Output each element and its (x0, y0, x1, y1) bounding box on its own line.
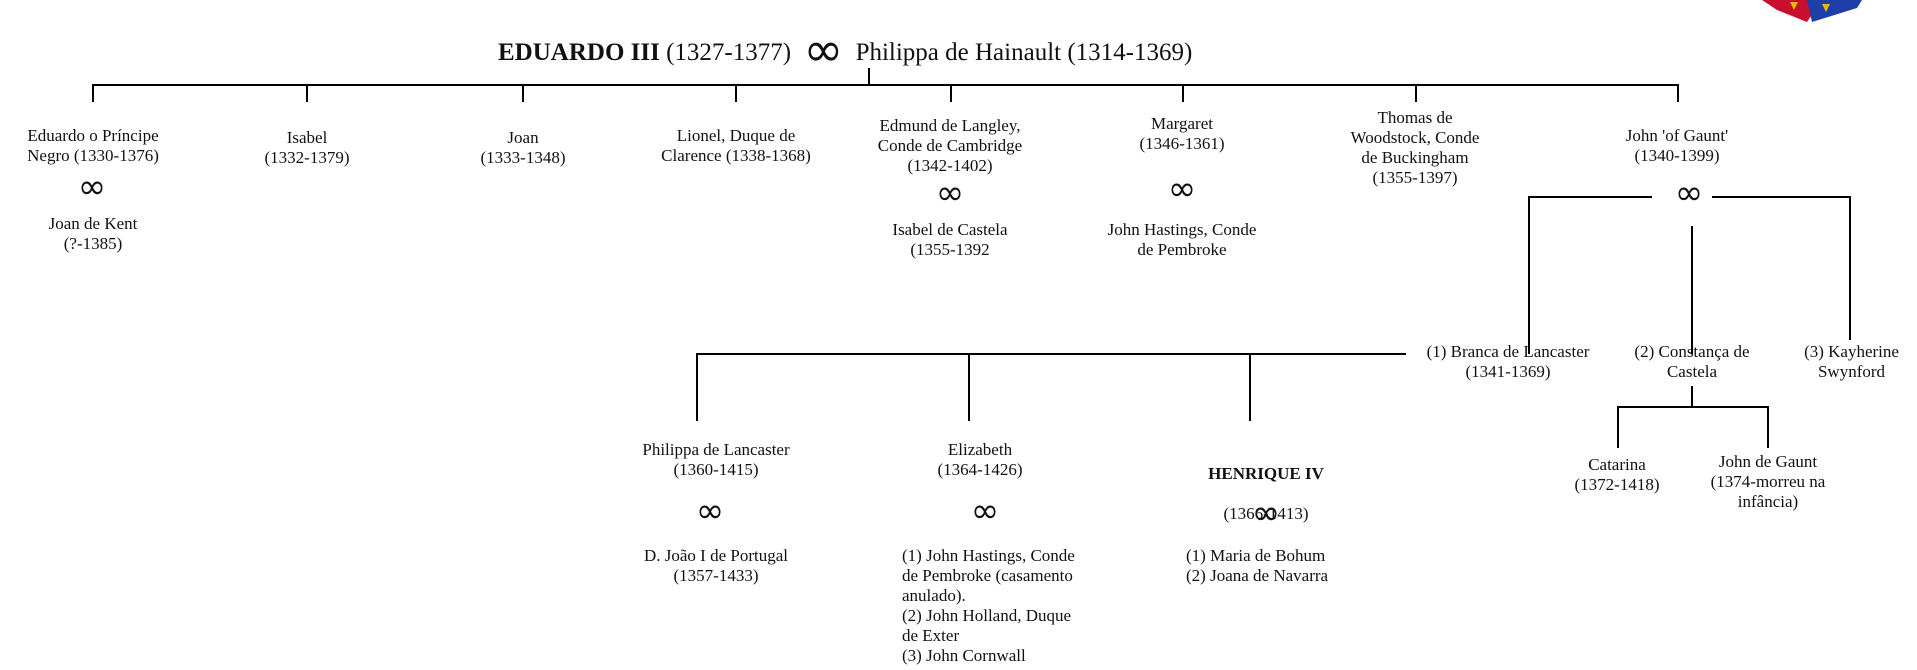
gaunt-bar-left (1528, 196, 1652, 198)
child-john-of-gaunt: John 'of Gaunt' (1340-1399) (1625, 126, 1729, 165)
children-bar (92, 84, 1678, 86)
branca-drop-philippa (696, 353, 698, 421)
child-edward-black-prince: Eduardo o Príncipe Negro (1330-1376) (27, 126, 159, 165)
wife-katherine-swynford: (3) Kayherine Swynford (1804, 342, 1899, 381)
spouse-joao-i-de-portugal: D. João I de Portugal (1357-1433) (643, 546, 788, 585)
heraldry-emblem (1762, 0, 1862, 22)
child-henrique-iv: HENRIQUE IV (1366-1413) (1150, 444, 1382, 524)
marriage-icon: ∞ (1167, 169, 1197, 209)
child-drop-6 (1182, 84, 1184, 102)
marriage-icon: ∞ (695, 491, 725, 531)
child-elizabeth: Elizabeth (1364-1426) (937, 440, 1023, 479)
child-drop-5 (950, 84, 952, 102)
child-thomas-woodstock: Thomas de Woodstock, Conde de Buckingham… (1350, 108, 1480, 187)
child-john-de-gaunt: John de Gaunt (1374-morreu na infância) (1710, 452, 1826, 511)
child-margaret: Margaret (1346-1361) (1139, 114, 1225, 153)
marriage-icon: ∞ (803, 22, 844, 78)
king-dates: (1327-1377) (666, 39, 792, 66)
marriage-icon: ∞ (77, 167, 107, 207)
child-drop-8 (1677, 84, 1679, 102)
child-edmund-langley: Edmund de Langley, Conde de Cambridge (1… (877, 116, 1023, 175)
child-drop-3 (522, 84, 524, 102)
constanca-drop-catarina (1617, 406, 1619, 448)
wife-constanca-de-castela: (2) Constança de Castela (1634, 342, 1750, 381)
spouse-elizabeth-husbands: (1) John Hastings, Conde de Pembroke (ca… (902, 546, 1075, 665)
child-drop-7 (1415, 84, 1417, 102)
wife-branca-de-lancaster: (1) Branca de Lancaster (1341-1369) (1426, 342, 1590, 381)
henrique-iv-dates: (1366-1413) (1223, 504, 1309, 523)
gaunt-drop-katherine (1849, 196, 1851, 340)
spouse-isabel-de-castela: Isabel de Castela (1355-1392 (892, 220, 1008, 259)
marriage-icon: ∞ (1251, 493, 1281, 533)
henrique-iv-name: HENRIQUE IV (1208, 464, 1324, 483)
marriage-icon: ∞ (1674, 173, 1704, 213)
gaunt-bar-right (1712, 196, 1850, 198)
branca-drop-elizabeth (968, 353, 970, 421)
spouse-joan-de-kent: Joan de Kent (?-1385) (48, 214, 138, 253)
root-couple: EDUARDO III (1327-1377) ∞ Philippa de Ha… (498, 24, 1193, 74)
branca-drop-henrique (1249, 353, 1251, 421)
marriage-icon: ∞ (970, 491, 1000, 531)
child-philippa-de-lancaster: Philippa de Lancaster (1360-1415) (642, 440, 790, 479)
branca-children-bar (696, 353, 1406, 355)
child-drop-1 (92, 84, 94, 102)
gaunt-drop-branca (1528, 196, 1530, 354)
spouse-henrique-iv-wives: (1) Maria de Bohum (2) Joana de Navarra (1186, 546, 1329, 585)
child-catarina: Catarina (1372-1418) (1574, 455, 1660, 494)
constanca-children-bar (1617, 406, 1769, 408)
spouse-john-hastings: John Hastings, Conde de Pembroke (1107, 220, 1257, 259)
child-drop-4 (735, 84, 737, 102)
queen-name: Philippa de Hainault (1314-1369) (855, 39, 1193, 66)
king-name: EDUARDO III (498, 39, 660, 66)
child-isabel: Isabel (1332-1379) (264, 128, 350, 167)
constanca-drop-john (1767, 406, 1769, 448)
marriage-icon: ∞ (935, 173, 965, 213)
constanca-stem (1691, 386, 1693, 408)
child-lionel: Lionel, Duque de Clarence (1338-1368) (661, 126, 811, 165)
root-stem (868, 68, 870, 85)
child-drop-2 (306, 84, 308, 102)
gaunt-drop-constanca (1691, 226, 1693, 354)
child-joan: Joan (1333-1348) (480, 128, 566, 167)
